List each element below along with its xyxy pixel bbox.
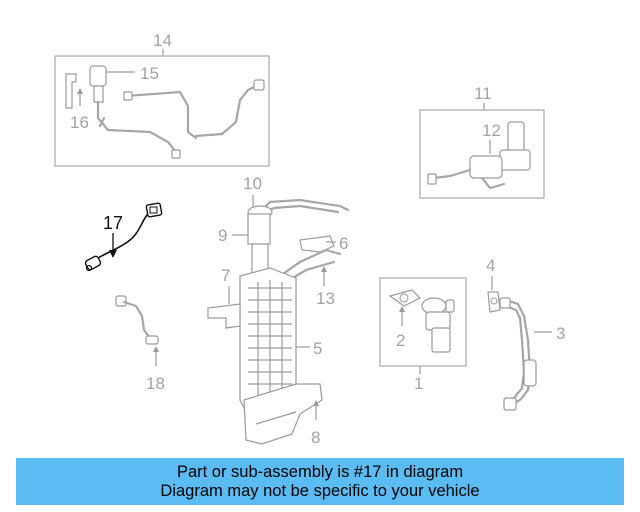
- part-4-clamp: 4: [486, 256, 501, 313]
- callout-14: 14: [153, 31, 172, 50]
- part-group-14: 14 15 16: [54, 31, 270, 167]
- group-1-box: [379, 277, 467, 367]
- callout-16: 16: [70, 113, 89, 132]
- part-group-11: 11 12: [419, 84, 545, 199]
- callout-12: 12: [482, 121, 501, 140]
- banner-line-1: Part or sub-assembly is #17 in diagram: [176, 462, 464, 481]
- callout-13: 13: [316, 289, 335, 308]
- canister-assembly: 10 9 6 13 7: [207, 174, 350, 447]
- group-11-box: [419, 109, 545, 199]
- callout-17: 17: [103, 213, 123, 233]
- callout-8: 8: [311, 428, 320, 447]
- part-17-sensor: 17: [84, 202, 163, 272]
- callout-2: 2: [396, 331, 405, 350]
- callout-9: 9: [218, 226, 227, 245]
- part-group-1: 2 1: [379, 277, 467, 393]
- callout-10: 10: [243, 174, 262, 193]
- info-banner: Part or sub-assembly is #17 in diagram D…: [16, 458, 624, 505]
- callout-7: 7: [221, 266, 230, 285]
- part-18-sensor: 18: [115, 295, 165, 393]
- callout-6: 6: [339, 234, 348, 253]
- callout-5: 5: [313, 339, 322, 358]
- group-14-box: [54, 55, 270, 167]
- part-3-tube: 3: [499, 297, 565, 411]
- banner-line-2: Diagram may not be specific to your vehi…: [160, 481, 480, 500]
- callout-1: 1: [414, 374, 423, 393]
- callout-11: 11: [474, 84, 492, 103]
- callout-15: 15: [140, 64, 159, 83]
- callout-4: 4: [486, 256, 495, 275]
- callout-3: 3: [556, 324, 565, 343]
- callout-18: 18: [146, 374, 165, 393]
